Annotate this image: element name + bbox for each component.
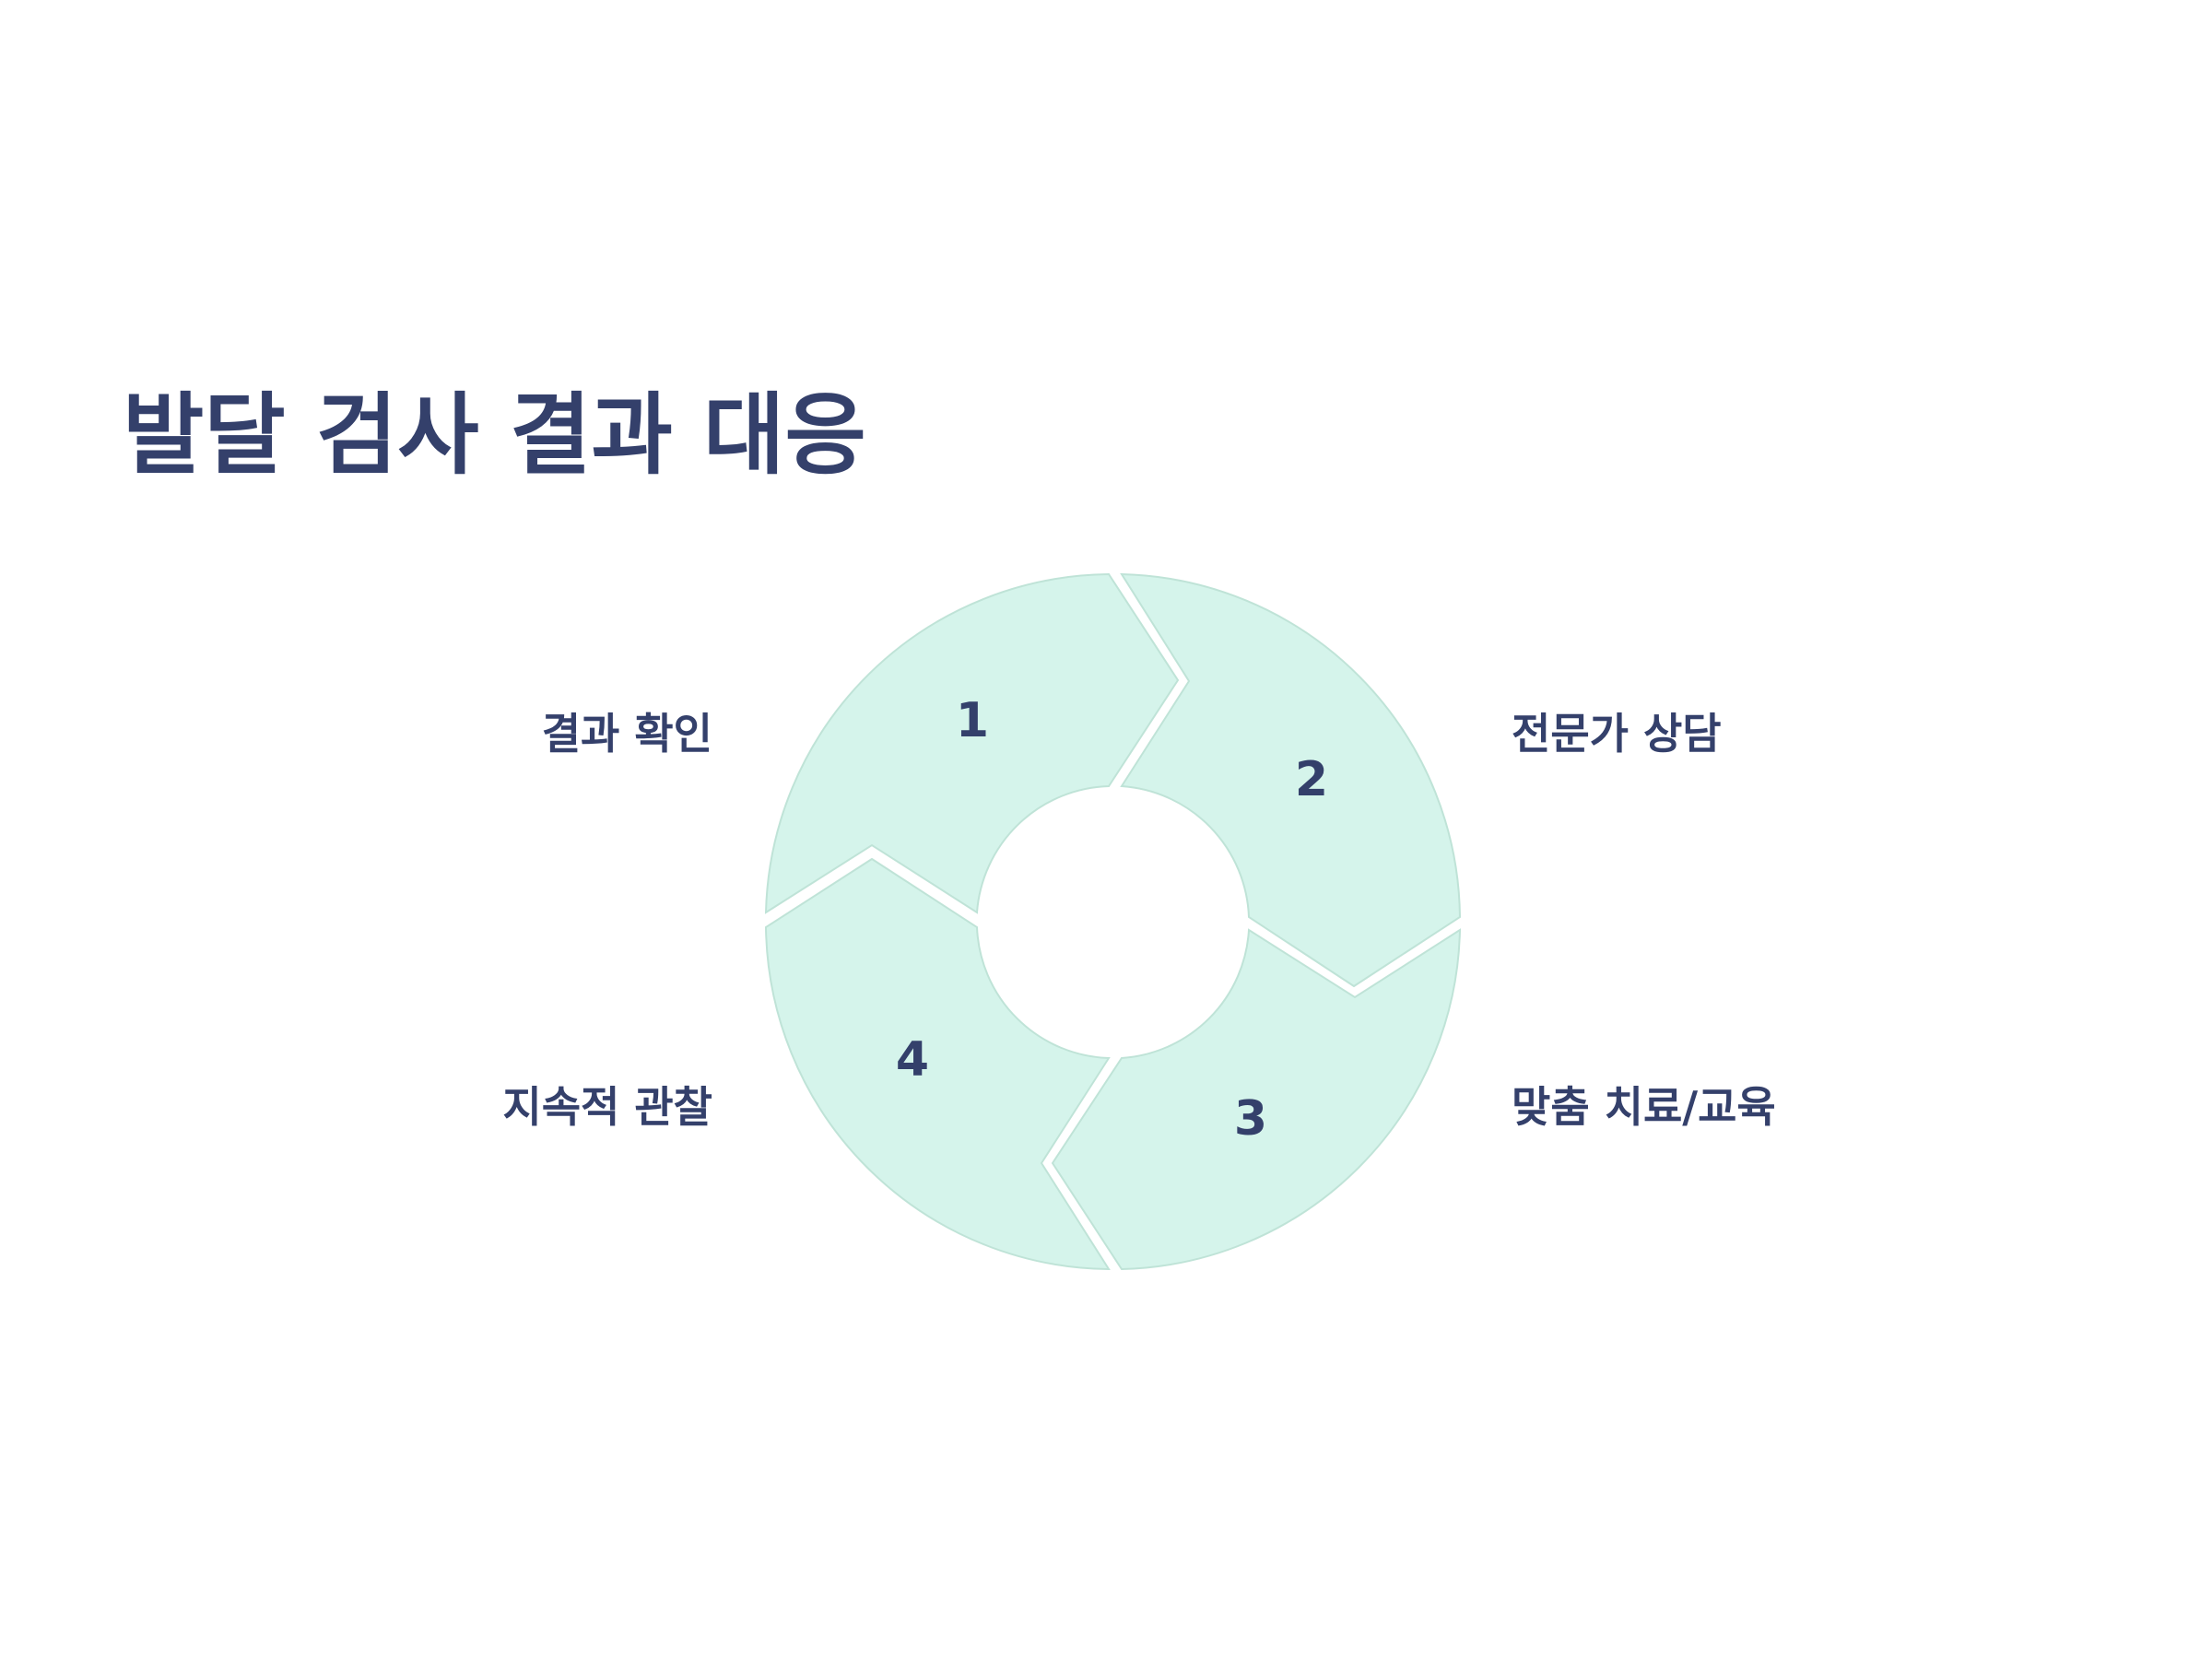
step-number-1: 1 (956, 693, 989, 748)
cycle-segment-1 (764, 572, 1180, 914)
cycle-segment-2 (1120, 572, 1462, 988)
page-title: 발달 검사 결과 대응 (123, 383, 866, 487)
cycle-segment-3 (1051, 928, 1462, 1271)
step-number-2: 2 (1295, 752, 1328, 807)
step-label-4: 지속적 관찰 (502, 1082, 712, 1132)
cycle-segment-4 (764, 857, 1111, 1271)
step-label-3: 맞춤 치료/교육 (1512, 1082, 1776, 1132)
step-label-1: 결과 확인 (541, 709, 712, 759)
step-number-3: 3 (1234, 1091, 1267, 1147)
step-label-2: 전문가 상담 (1512, 709, 1722, 759)
step-number-4: 4 (896, 1032, 929, 1088)
